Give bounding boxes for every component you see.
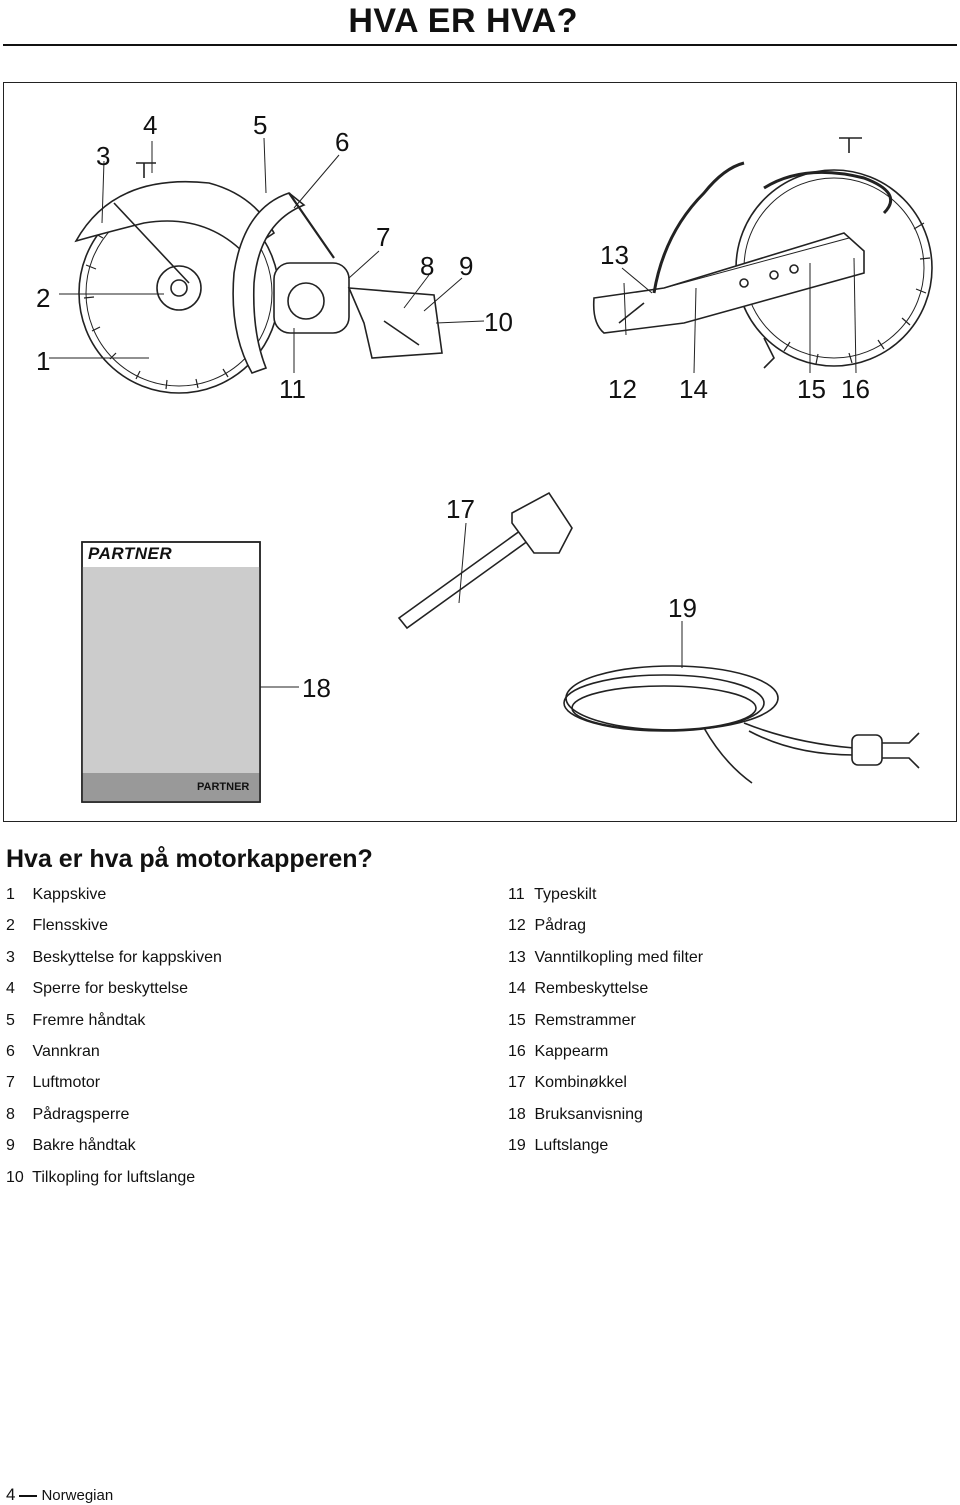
right-saw-drawing bbox=[592, 137, 933, 374]
parts-illustration bbox=[49, 137, 933, 803]
footer-language: Norwegian bbox=[41, 1487, 114, 1504]
legend-item: 16 Kappearm bbox=[508, 1042, 609, 1060]
legend-item: 18 Bruksanvisning bbox=[508, 1105, 643, 1123]
combination-key-drawing bbox=[397, 491, 573, 630]
legend-item: 1 Kappskive bbox=[6, 886, 107, 903]
air-hose-drawing bbox=[563, 621, 920, 784]
manual-brand: PARTNER bbox=[88, 544, 173, 563]
legend-item: 13 Vanntilkopling med filter bbox=[508, 948, 704, 966]
callout-10: 10 bbox=[484, 307, 513, 337]
page-number: 4 bbox=[6, 1485, 16, 1504]
callout-6: 6 bbox=[335, 127, 350, 157]
callout-15: 15 bbox=[797, 374, 826, 404]
callout-9: 9 bbox=[459, 251, 474, 281]
callout-11: 11 bbox=[279, 374, 306, 404]
legend-item: 14 Rembeskyttelse bbox=[508, 980, 649, 998]
callout-3: 3 bbox=[96, 141, 111, 171]
manual-drawing bbox=[81, 541, 299, 803]
callout-14: 14 bbox=[679, 374, 708, 404]
figure-frame: 1 2 3 4 5 6 7 8 9 10 11 12 13 14 15 16 1… bbox=[3, 82, 957, 822]
legend-item: 10 Tilkopling for luftslange bbox=[6, 1168, 196, 1186]
footer: 4 Norwegian bbox=[6, 1485, 113, 1505]
callout-1: 1 bbox=[36, 346, 51, 376]
callout-7: 7 bbox=[376, 222, 391, 252]
legend-left: 1 Kappskive 2 Flensskive 3 Beskyttelse f… bbox=[6, 885, 222, 1199]
legend-item: 6 Vannkran bbox=[6, 1042, 100, 1060]
callout-19: 19 bbox=[668, 593, 697, 623]
legend-item: 9 Bakre håndtak bbox=[6, 1137, 136, 1155]
legend-item: 4 Sperre for beskyttelse bbox=[6, 980, 189, 998]
legend-item: 15 Remstrammer bbox=[508, 1011, 636, 1029]
left-saw-drawing bbox=[49, 137, 485, 394]
legend-item: 3 Beskyttelse for kappskiven bbox=[6, 948, 222, 966]
header-rule bbox=[3, 44, 957, 46]
callout-8: 8 bbox=[420, 251, 435, 281]
callout-2: 2 bbox=[36, 283, 51, 313]
legend-item: 11 Typeskilt bbox=[508, 886, 597, 903]
section-title: Hva er hva på motorkapperen? bbox=[6, 845, 373, 873]
callout-18: 18 bbox=[302, 673, 331, 703]
legend-item: 8 Pådragsperre bbox=[6, 1105, 130, 1123]
callout-17: 17 bbox=[446, 494, 475, 524]
legend-item: 19 Luftslange bbox=[508, 1137, 609, 1155]
callout-4: 4 bbox=[143, 110, 158, 140]
legend-item: 12 Pådrag bbox=[508, 917, 587, 935]
legend-item: 5 Fremre håndtak bbox=[6, 1011, 146, 1029]
callout-5: 5 bbox=[253, 110, 268, 140]
callout-13: 13 bbox=[600, 240, 629, 270]
footer-dash bbox=[19, 1495, 38, 1498]
callout-12: 12 bbox=[608, 374, 637, 404]
legend-item: 7 Luftmotor bbox=[6, 1074, 101, 1092]
header-title: HVA ER HVA? bbox=[348, 2, 578, 40]
manual-brand-small: PARTNER bbox=[197, 781, 250, 793]
legend-right: 11 Typeskilt 12 Pådrag 13 Vanntilkopling… bbox=[508, 885, 703, 1168]
legend-item: 2 Flensskive bbox=[6, 917, 109, 935]
legend-item: 17 Kombinøkkel bbox=[508, 1074, 627, 1092]
callout-16: 16 bbox=[841, 374, 870, 404]
